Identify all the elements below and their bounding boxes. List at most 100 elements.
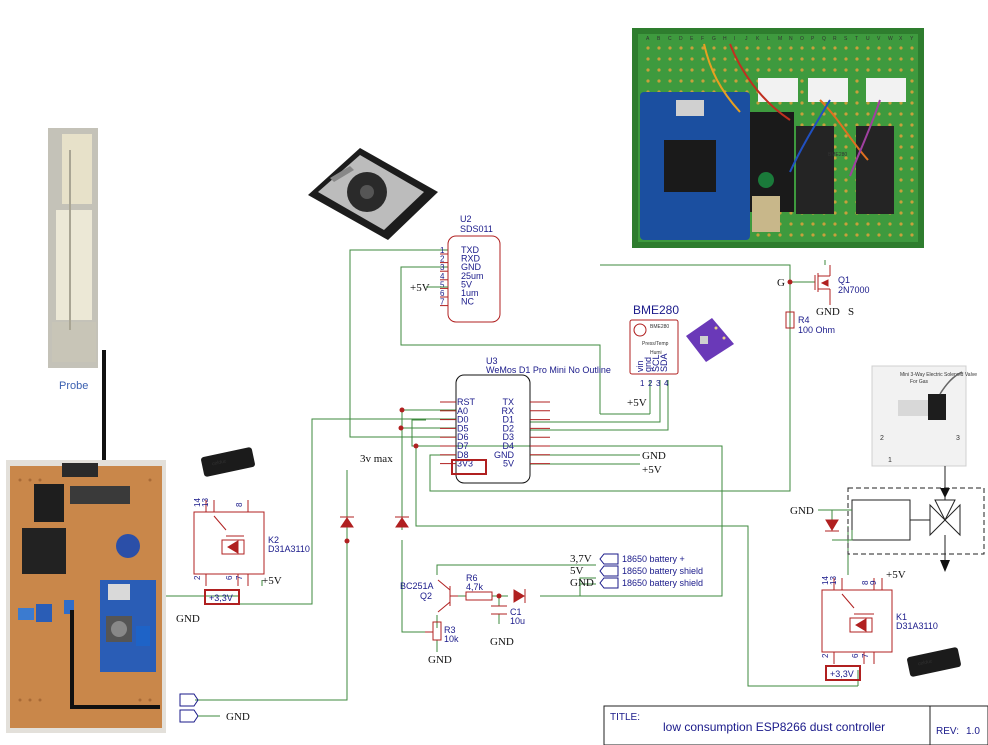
left-board-photo <box>6 460 166 733</box>
perfboard-hole <box>701 79 705 83</box>
perfboard-hole <box>800 123 804 127</box>
perfboard-hole <box>910 101 914 105</box>
perfboard-hole <box>811 57 815 61</box>
perfboard-hole <box>833 211 837 215</box>
perfboard-hole <box>833 233 837 237</box>
svg-text:Press/Temp: Press/Temp <box>642 341 669 347</box>
perfboard-col-letter: M <box>778 36 782 42</box>
battery-label: 18650 battery shield <box>622 578 703 588</box>
perfboard-hole <box>701 57 705 61</box>
battery-port <box>599 577 619 589</box>
perfboard-hole <box>910 178 914 182</box>
perfboard-col-letter: H <box>723 36 727 42</box>
perfboard-hole <box>800 90 804 94</box>
perfboard-hole <box>822 123 826 127</box>
perfboard-hole <box>723 68 727 72</box>
svg-text:celduc: celduc <box>212 458 228 467</box>
perfboard-hole <box>646 79 650 83</box>
perfboard-hole <box>866 57 870 61</box>
bme-pin-name: SCL <box>651 354 661 372</box>
u3-5v-net: +5V <box>642 464 662 476</box>
k1-relay <box>821 578 893 664</box>
u2-pin-num: 5 <box>440 280 445 289</box>
k2-pin-num: 2 <box>193 575 202 580</box>
perfboard-hole <box>899 167 903 171</box>
perfboard-col-letter: K <box>756 36 760 42</box>
perfboard-hole <box>701 68 705 72</box>
perfboard-hole <box>844 167 848 171</box>
k1-ref: K1 <box>896 612 907 622</box>
bottom-left-gnd: GND <box>226 711 250 723</box>
perfboard-hole <box>789 57 793 61</box>
c1-value: 10u <box>510 616 525 626</box>
perfboard-hole <box>712 46 716 50</box>
perfboard-hole <box>877 123 881 127</box>
k2-v33-highlight <box>204 589 240 605</box>
perfboard-hole <box>899 57 903 61</box>
svg-text:1: 1 <box>888 457 892 464</box>
perfboard-hole <box>910 233 914 237</box>
valve-symbol <box>847 466 985 572</box>
perfboard-hole <box>767 68 771 72</box>
perfboard-col-letter: X <box>899 36 903 42</box>
perfboard-hole <box>657 68 661 72</box>
k2-value: D31A3110 <box>268 544 310 554</box>
valve-wire-2 <box>832 530 853 541</box>
perfboard-hole <box>789 211 793 215</box>
perfboard-hole <box>910 57 914 61</box>
perfboard-col-letter: O <box>800 36 804 42</box>
perfboard-hole <box>910 123 914 127</box>
perfboard-hole <box>855 233 859 237</box>
u2-pin-num: 4 <box>440 272 445 281</box>
perfboard-hole <box>833 178 837 182</box>
perfboard-hole <box>910 167 914 171</box>
perfboard-hole <box>679 57 683 61</box>
perfboard-hole <box>833 156 837 160</box>
perfboard-hole <box>899 233 903 237</box>
q1-ref: Q1 <box>838 275 850 285</box>
perfboard-hole <box>877 68 881 72</box>
perfboard-hole <box>866 101 870 105</box>
perfboard-hole <box>800 101 804 105</box>
battery-port <box>599 553 619 565</box>
perfboard-hole <box>646 57 650 61</box>
perfboard-hole <box>910 68 914 72</box>
perfboard-hole <box>833 68 837 72</box>
q2-ref: Q2 <box>420 591 432 601</box>
perfboard-hole <box>888 112 892 116</box>
u2-pin-num: 1 <box>440 246 445 255</box>
perfboard-hole <box>855 68 859 72</box>
perfboard-hole <box>833 46 837 50</box>
svg-text:+5V: +5V <box>410 282 430 294</box>
svg-text:For Gas: For Gas <box>910 379 929 385</box>
r4-ref: R4 <box>798 315 810 325</box>
perfboard-hole <box>646 46 650 50</box>
perfboard-hole <box>844 101 848 105</box>
bme-pin-num: 4 <box>664 379 669 388</box>
perfboard-hole <box>668 68 672 72</box>
u3-right-pin: 5V <box>503 459 514 469</box>
u2-pin-name: NC <box>461 297 474 307</box>
perfboard-hole <box>778 57 782 61</box>
perfboard-hole <box>877 57 881 61</box>
perfboard-hole <box>745 68 749 72</box>
r3-ref: R3 <box>444 625 456 635</box>
k1-pin-num: 2 <box>821 653 830 658</box>
u2-pin-name: GND <box>461 262 482 272</box>
k1-v33: +3,3V <box>830 669 854 679</box>
r4-resistor <box>785 311 795 329</box>
perfboard-hole <box>756 68 760 72</box>
valve-photo: Mini 3-Way Electric Solenoid Valve For G… <box>871 365 977 467</box>
u3-right-pin: D3 <box>502 432 514 442</box>
perfboard-col-letter: P <box>811 36 815 42</box>
perfboard-hole <box>679 68 683 72</box>
wires <box>166 249 859 701</box>
k2-pin-num: 7 <box>235 575 244 580</box>
perfboard-hole <box>899 178 903 182</box>
perfboard-hole <box>668 57 672 61</box>
svg-text:BME280: BME280 <box>633 303 679 317</box>
k1-pin-num: 14 <box>821 576 830 585</box>
perfboard-hole <box>910 90 914 94</box>
perfboard-hole <box>778 101 782 105</box>
